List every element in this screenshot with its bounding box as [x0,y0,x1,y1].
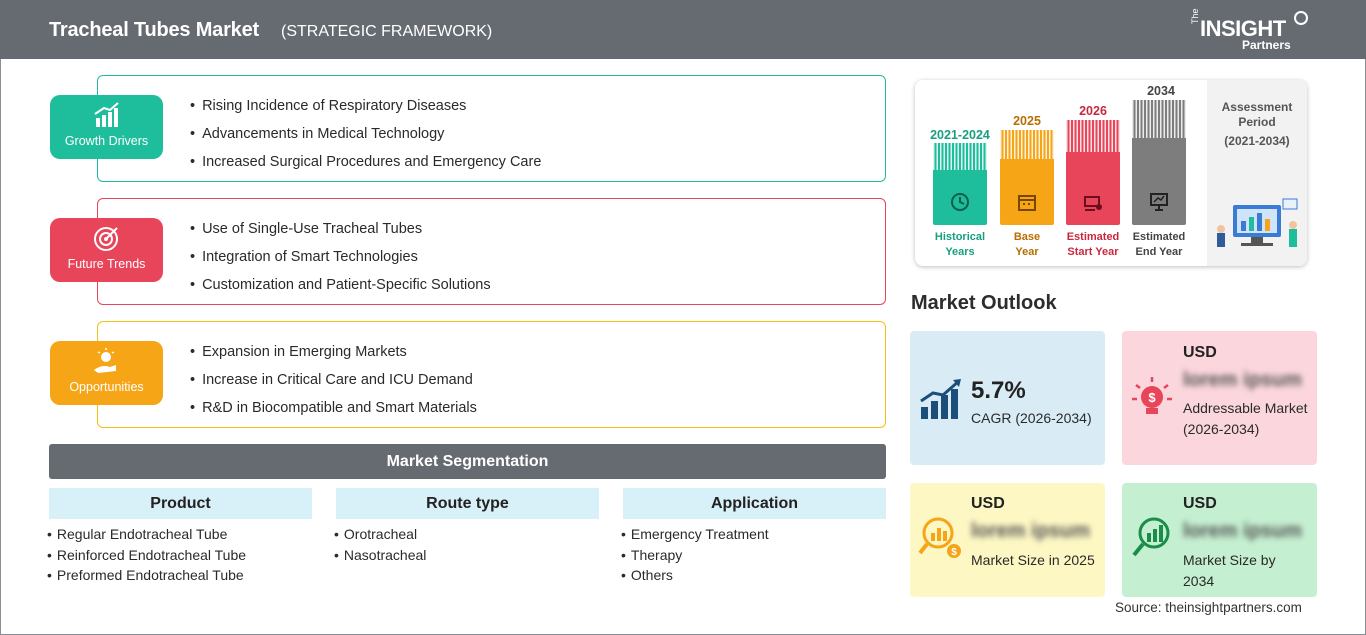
timeline-year: 2021-2024 [930,128,990,142]
list-item: Use of Single-Use Tracheal Tubes [190,215,491,243]
market-size-2025-card: USD lorem ipsum $ Market Size in 2025 [910,483,1105,597]
start-icon [1084,196,1102,211]
magnifier-chart-icon: $ [918,517,961,558]
insight-partners-logo: The INSIGHT Partners [1190,8,1310,54]
segment-list-product: Regular Endotracheal Tube Reinforced End… [47,524,246,586]
size-2034-label: Market Size by 2034 [1183,552,1276,589]
cagr-label: CAGR (2026-2034) [971,410,1092,426]
list-item: Advancements in Medical Technology [190,120,541,148]
segment-header-product: Product [49,488,312,519]
timeline-bar [1066,120,1120,225]
timeline-bar [933,143,987,225]
assessment-range: (2021-2034) [1224,134,1290,148]
size-2034-value-blurred: lorem ipsum [1183,520,1302,542]
cagr-value: 5.7% [971,377,1026,404]
timeline-year: 2026 [1079,104,1107,118]
page-subtitle: (STRATEGIC FRAMEWORK) [281,23,493,40]
addressable-label: Addressable Market (2026-2034) [1183,400,1308,437]
analyst-illustration-icon [1217,198,1298,247]
calendar-icon [1018,195,1036,211]
addressable-value-blurred: lorem ipsum [1183,369,1302,391]
source-note: Source: theinsightpartners.com [1115,600,1302,615]
list-item: R&D in Biocompatible and Smart Materials [190,394,477,422]
lightbulb-hand-icon [94,348,116,373]
target-icon [94,227,118,251]
addressable-currency: USD [1183,344,1217,361]
list-item: Therapy [621,545,769,566]
history-icon [951,193,969,211]
timeline-year: 2034 [1147,84,1175,98]
size-2025-label: Market Size in 2025 [971,552,1095,568]
list-item: Expansion in Emerging Markets [190,338,477,366]
opportunities-badge: Opportunities [50,341,163,405]
list-item: Regular Endotracheal Tube [47,524,246,545]
list-item: Customization and Patient-Specific Solut… [190,271,491,299]
list-item: Increase in Critical Care and ICU Demand [190,366,477,394]
segment-header-application: Application [623,488,886,519]
segment-header-route-type: Route type [336,488,599,519]
size-2034-currency: USD [1183,495,1217,512]
future-trends-badge: Future Trends [50,218,163,282]
size-2025-value-blurred: lorem ipsum [971,520,1090,542]
segment-list-route-type: Orotracheal Nasotracheal [334,524,427,566]
svg-text:$: $ [951,547,957,558]
list-item: Emergency Treatment [621,524,769,545]
list-item: Preformed Endotracheal Tube [47,565,246,586]
assessment-period-panel: Assessment Period (2021-2034) [1207,80,1307,266]
growth-chart-icon [94,102,119,127]
magnifier-growth-icon [1132,517,1170,557]
cagr-card: 5.7% CAGR (2026-2034) [910,331,1105,465]
timeline-year: 2025 [1013,114,1041,128]
list-item: Rising Incidence of Respiratory Diseases [190,92,541,120]
header-bar: Tracheal Tubes Market (STRATEGIC FRAMEWO… [0,0,1366,59]
list-item: Orotracheal [334,524,426,545]
addressable-market-card: USD lorem ipsum $ Addressable Market (20… [1122,331,1317,465]
list-item: Nasotracheal [334,545,427,566]
opportunities-box: Expansion in Emerging Markets Increase i… [97,321,886,428]
growth-drivers-badge: Growth Drivers [50,95,163,159]
market-size-2034-card: USD lorem ipsum Market Size by 2034 [1122,483,1317,597]
assessment-label: Assessment Period [1221,100,1293,129]
size-2025-currency: USD [971,495,1005,512]
list-item: Reinforced Endotracheal Tube [47,545,246,566]
svg-text:$: $ [1148,390,1156,405]
market-outlook-title: Market Outlook [911,292,1057,314]
list-item: Others [621,565,769,586]
growth-bars-icon [920,379,961,419]
badge-label: Opportunities [69,380,144,394]
idea-dollar-icon: $ [1132,377,1172,414]
badge-label: Future Trends [67,257,146,271]
timeline-bar [1000,130,1054,225]
market-segmentation-title: Market Segmentation [49,444,886,479]
list-item: Increased Surgical Procedures and Emerge… [190,148,541,176]
timeline-bar [1132,100,1186,225]
badge-label: Growth Drivers [64,134,149,148]
list-item: Integration of Smart Technologies [190,243,491,271]
page-title: Tracheal Tubes Market [49,19,259,41]
presentation-icon [1150,193,1168,211]
future-trends-box: Use of Single-Use Tracheal Tubes Integra… [97,198,886,305]
segment-list-application: Emergency Treatment Therapy Others [621,524,769,586]
growth-drivers-box: Rising Incidence of Respiratory Diseases… [97,75,886,182]
